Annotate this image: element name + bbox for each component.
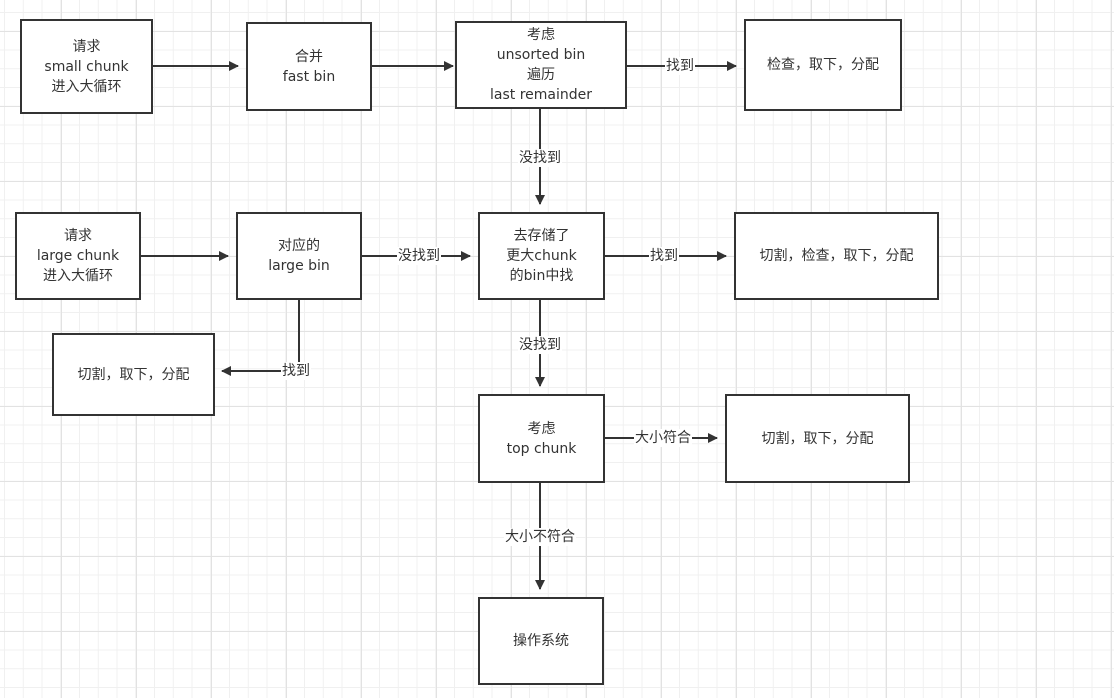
- edge-label-large-bin-found: 找到: [281, 362, 311, 380]
- node-line: last remainder: [490, 87, 592, 103]
- node-line: 切割，检查，取下，分配: [759, 248, 914, 264]
- edge-label-size-fits: 大小符合: [634, 429, 692, 447]
- edge-label-large-bin-not-found: 没找到: [397, 247, 441, 265]
- node-line: 进入大循环: [51, 78, 122, 95]
- node-split-take-alloc-right[interactable]: 切割，取下，分配: [725, 394, 910, 483]
- node-large-bin[interactable]: 对应的 large bin: [236, 212, 362, 300]
- node-line: 更大chunk: [506, 248, 577, 264]
- node-line: 进入大循环: [43, 268, 113, 284]
- node-line: top chunk: [506, 440, 577, 457]
- node-line: 考虑: [527, 420, 556, 437]
- node-line: 考虑: [527, 27, 555, 43]
- node-line: 操作系统: [513, 633, 569, 649]
- node-line: 遍历: [527, 67, 555, 83]
- node-operating-system[interactable]: 操作系统: [478, 597, 604, 685]
- node-line: 去存储了: [513, 228, 570, 244]
- node-request-small-chunk[interactable]: 请求 small chunk 进入大循环: [20, 19, 153, 114]
- node-split-take-alloc-left[interactable]: 切割，取下，分配: [52, 333, 215, 416]
- edge-label-size-not-fit: 大小不符合: [504, 528, 576, 546]
- edge-label-unsorted-found: 找到: [665, 57, 695, 75]
- node-top-chunk[interactable]: 考虑 top chunk: [478, 394, 605, 483]
- node-line: large bin: [268, 258, 330, 274]
- node-split-check-take-alloc[interactable]: 切割，检查，取下，分配: [734, 212, 939, 300]
- node-line: 的bin中找: [509, 268, 574, 284]
- node-line: 请求: [72, 38, 101, 55]
- node-line: large chunk: [36, 248, 120, 264]
- edge-large-bin-to-split-left: [221, 299, 300, 376]
- node-request-large-chunk[interactable]: 请求 large chunk 进入大循环: [15, 212, 141, 300]
- node-line: 请求: [64, 228, 92, 244]
- node-merge-fast-bin[interactable]: 合并 fast bin: [246, 22, 372, 111]
- node-line: small chunk: [44, 58, 129, 75]
- node-line: 检查，取下，分配: [767, 57, 879, 73]
- node-check-take-alloc[interactable]: 检查，取下，分配: [744, 19, 902, 111]
- edge-label-bigger-bin-found: 找到: [649, 247, 679, 265]
- node-bigger-chunk-bin[interactable]: 去存储了 更大chunk 的bin中找: [478, 212, 605, 300]
- node-line: 合并: [295, 48, 323, 65]
- node-unsorted-bin[interactable]: 考虑 unsorted bin 遍历 last remainder: [455, 21, 627, 109]
- edge-label-unsorted-not-found: 没找到: [518, 149, 562, 167]
- edge-label-bigger-bin-not-found: 没找到: [518, 336, 562, 354]
- node-line: 对应的: [278, 238, 320, 254]
- node-line: 切割，取下，分配: [761, 430, 874, 447]
- node-line: 切割，取下，分配: [77, 366, 190, 383]
- node-line: unsorted bin: [496, 47, 586, 63]
- node-line: fast bin: [282, 68, 336, 85]
